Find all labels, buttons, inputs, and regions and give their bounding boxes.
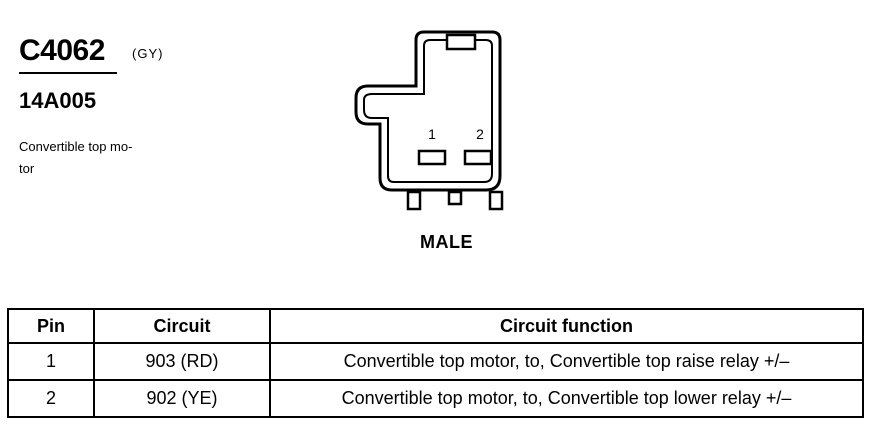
- table-row: 1 903 (RD) Convertible top motor, to, Co…: [7, 342, 864, 381]
- connector-outline: [354, 30, 502, 192]
- title-underline: [19, 72, 117, 74]
- connector-description: Convertible top mo- tor: [19, 136, 169, 180]
- part-number: 14A005: [19, 88, 97, 113]
- pin-1-terminal: [417, 149, 447, 166]
- cell-pin: 1: [7, 342, 95, 381]
- connector-face-diagram: 1 2: [354, 30, 504, 211]
- connector-foot: [447, 190, 463, 206]
- cell-circuit-function: Convertible top motor, to, Convertible t…: [269, 379, 864, 418]
- connector-inner-outline: [363, 39, 493, 183]
- cell-circuit-function: Convertible top motor, to, Convertible t…: [269, 342, 864, 381]
- connector-foot: [406, 190, 422, 211]
- description-line: Convertible top mo-: [19, 139, 133, 154]
- header-pin: Pin: [7, 308, 95, 344]
- pin-2-terminal: [463, 149, 493, 166]
- cell-pin: 2: [7, 379, 95, 418]
- pinout-table: Pin Circuit Circuit function 1 903 (RD) …: [7, 308, 864, 418]
- connector-gender: MALE: [420, 232, 473, 252]
- cell-circuit: 903 (RD): [93, 342, 271, 381]
- pin-label-1: 1: [428, 126, 436, 142]
- connector-id: C4062: [19, 34, 105, 67]
- cell-circuit: 902 (YE): [93, 379, 271, 418]
- header-circuit-function: Circuit function: [269, 308, 864, 344]
- table-header-row: Pin Circuit Circuit function: [7, 308, 864, 344]
- description-line: tor: [19, 161, 35, 176]
- connector-foot: [488, 190, 504, 211]
- pin-label-2: 2: [476, 126, 484, 142]
- connector-color: (GY): [132, 46, 164, 61]
- header-circuit: Circuit: [93, 308, 271, 344]
- locking-tab: [445, 33, 477, 51]
- table-row: 2 902 (YE) Convertible top motor, to, Co…: [7, 379, 864, 418]
